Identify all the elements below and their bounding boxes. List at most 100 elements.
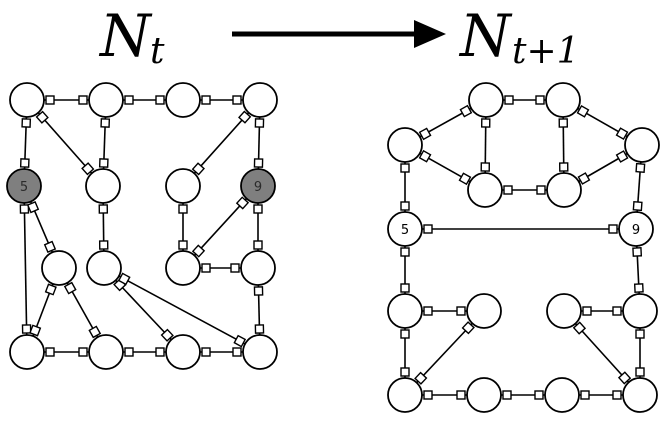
- node: [546, 293, 582, 329]
- title-left: N t: [98, 2, 165, 72]
- edge-port-marker: [232, 347, 242, 357]
- edge-port-marker: [480, 162, 491, 172]
- edge-port-marker: [400, 247, 410, 257]
- node: [242, 82, 278, 118]
- edge-port-marker: [233, 334, 247, 348]
- node: [85, 168, 121, 204]
- edge-port-marker: [201, 95, 211, 105]
- edge-port-marker: [418, 149, 432, 163]
- node: [165, 168, 201, 204]
- edge-port-marker: [63, 281, 77, 295]
- edge-port-marker: [238, 110, 252, 124]
- edge-port-marker: [155, 95, 165, 105]
- edge: [422, 390, 467, 400]
- node: [624, 127, 660, 163]
- edge-port-marker: [635, 367, 645, 377]
- edge-port-marker: [19, 158, 30, 168]
- edge: [191, 110, 252, 176]
- edge-port-marker: [480, 118, 491, 128]
- edge: [26, 200, 57, 254]
- edge-port-marker: [201, 347, 211, 357]
- edge-port-marker: [400, 163, 410, 173]
- edge-port-marker: [124, 347, 134, 357]
- edge-port-marker: [400, 329, 410, 339]
- edge: [572, 321, 632, 385]
- node-label: 9: [632, 223, 640, 238]
- node: [165, 250, 201, 286]
- edge: [123, 347, 166, 357]
- edge-port-marker: [558, 118, 569, 128]
- node: [622, 293, 658, 329]
- edge-port-marker: [44, 283, 57, 296]
- edge-port-marker: [253, 286, 264, 296]
- edge-port-marker: [98, 204, 109, 214]
- title-right: N t+1: [458, 2, 580, 72]
- edge-port-marker: [459, 104, 473, 118]
- edge-port-marker: [78, 347, 88, 357]
- edge-port-marker: [160, 328, 174, 342]
- labeled-node: 9: [240, 168, 276, 204]
- edge-port-marker: [21, 118, 32, 128]
- edge-port-marker: [535, 95, 545, 105]
- labeled-node: 5: [387, 211, 423, 247]
- edge-port-marker: [117, 272, 131, 286]
- edge: [35, 110, 95, 176]
- edge-port-marker: [35, 110, 49, 124]
- edge: [63, 281, 102, 339]
- edge-port-marker: [456, 306, 466, 316]
- node-label: 5: [401, 223, 409, 238]
- node: [86, 250, 122, 286]
- title-right-main: N: [458, 2, 513, 70]
- edge: [400, 246, 410, 294]
- edge: [581, 306, 623, 316]
- edge-port-marker: [608, 224, 618, 234]
- edge: [98, 202, 109, 252]
- edge-port-marker: [155, 347, 165, 357]
- edge-port-marker: [632, 247, 643, 257]
- edge-port-marker: [615, 127, 629, 141]
- edge-port-marker: [98, 240, 109, 250]
- edge-port-marker: [400, 283, 410, 293]
- node: [544, 377, 580, 413]
- edge: [422, 306, 467, 316]
- node: [242, 334, 278, 370]
- edge-port-marker: [612, 390, 622, 400]
- edge-port-marker: [253, 240, 263, 250]
- edge: [635, 328, 645, 378]
- edge-port-marker: [423, 306, 433, 316]
- edge: [503, 95, 546, 105]
- node: [546, 172, 582, 208]
- title-left-main: N: [98, 2, 153, 70]
- edge-port-marker: [191, 162, 205, 176]
- edge: [501, 390, 545, 400]
- node: [622, 377, 658, 413]
- edge-port-marker: [78, 95, 88, 105]
- node: [467, 172, 503, 208]
- edge-port-marker: [19, 204, 30, 214]
- edge-port-marker: [26, 200, 40, 214]
- edge: [632, 161, 646, 213]
- edge-port-marker: [414, 371, 428, 385]
- edge: [579, 390, 623, 400]
- edge-port-marker: [45, 347, 55, 357]
- edge-port-marker: [100, 118, 111, 128]
- edge-port-marker: [612, 306, 622, 316]
- node: [466, 377, 502, 413]
- edge-port-marker: [502, 390, 512, 400]
- edge-port-marker: [98, 158, 109, 168]
- edge-port-marker: [456, 390, 466, 400]
- edge-port-marker: [615, 150, 629, 163]
- node: [88, 82, 124, 118]
- node: [468, 82, 504, 118]
- node: [165, 82, 201, 118]
- edge-port-marker: [29, 324, 42, 337]
- edge-port-marker: [461, 321, 475, 335]
- edge-port-marker: [558, 162, 569, 172]
- edge: [200, 263, 241, 273]
- edge: [29, 283, 57, 337]
- edge-port-marker: [178, 240, 188, 250]
- edge-port-marker: [400, 367, 410, 377]
- node: [387, 127, 423, 163]
- edge-port-marker: [617, 371, 632, 385]
